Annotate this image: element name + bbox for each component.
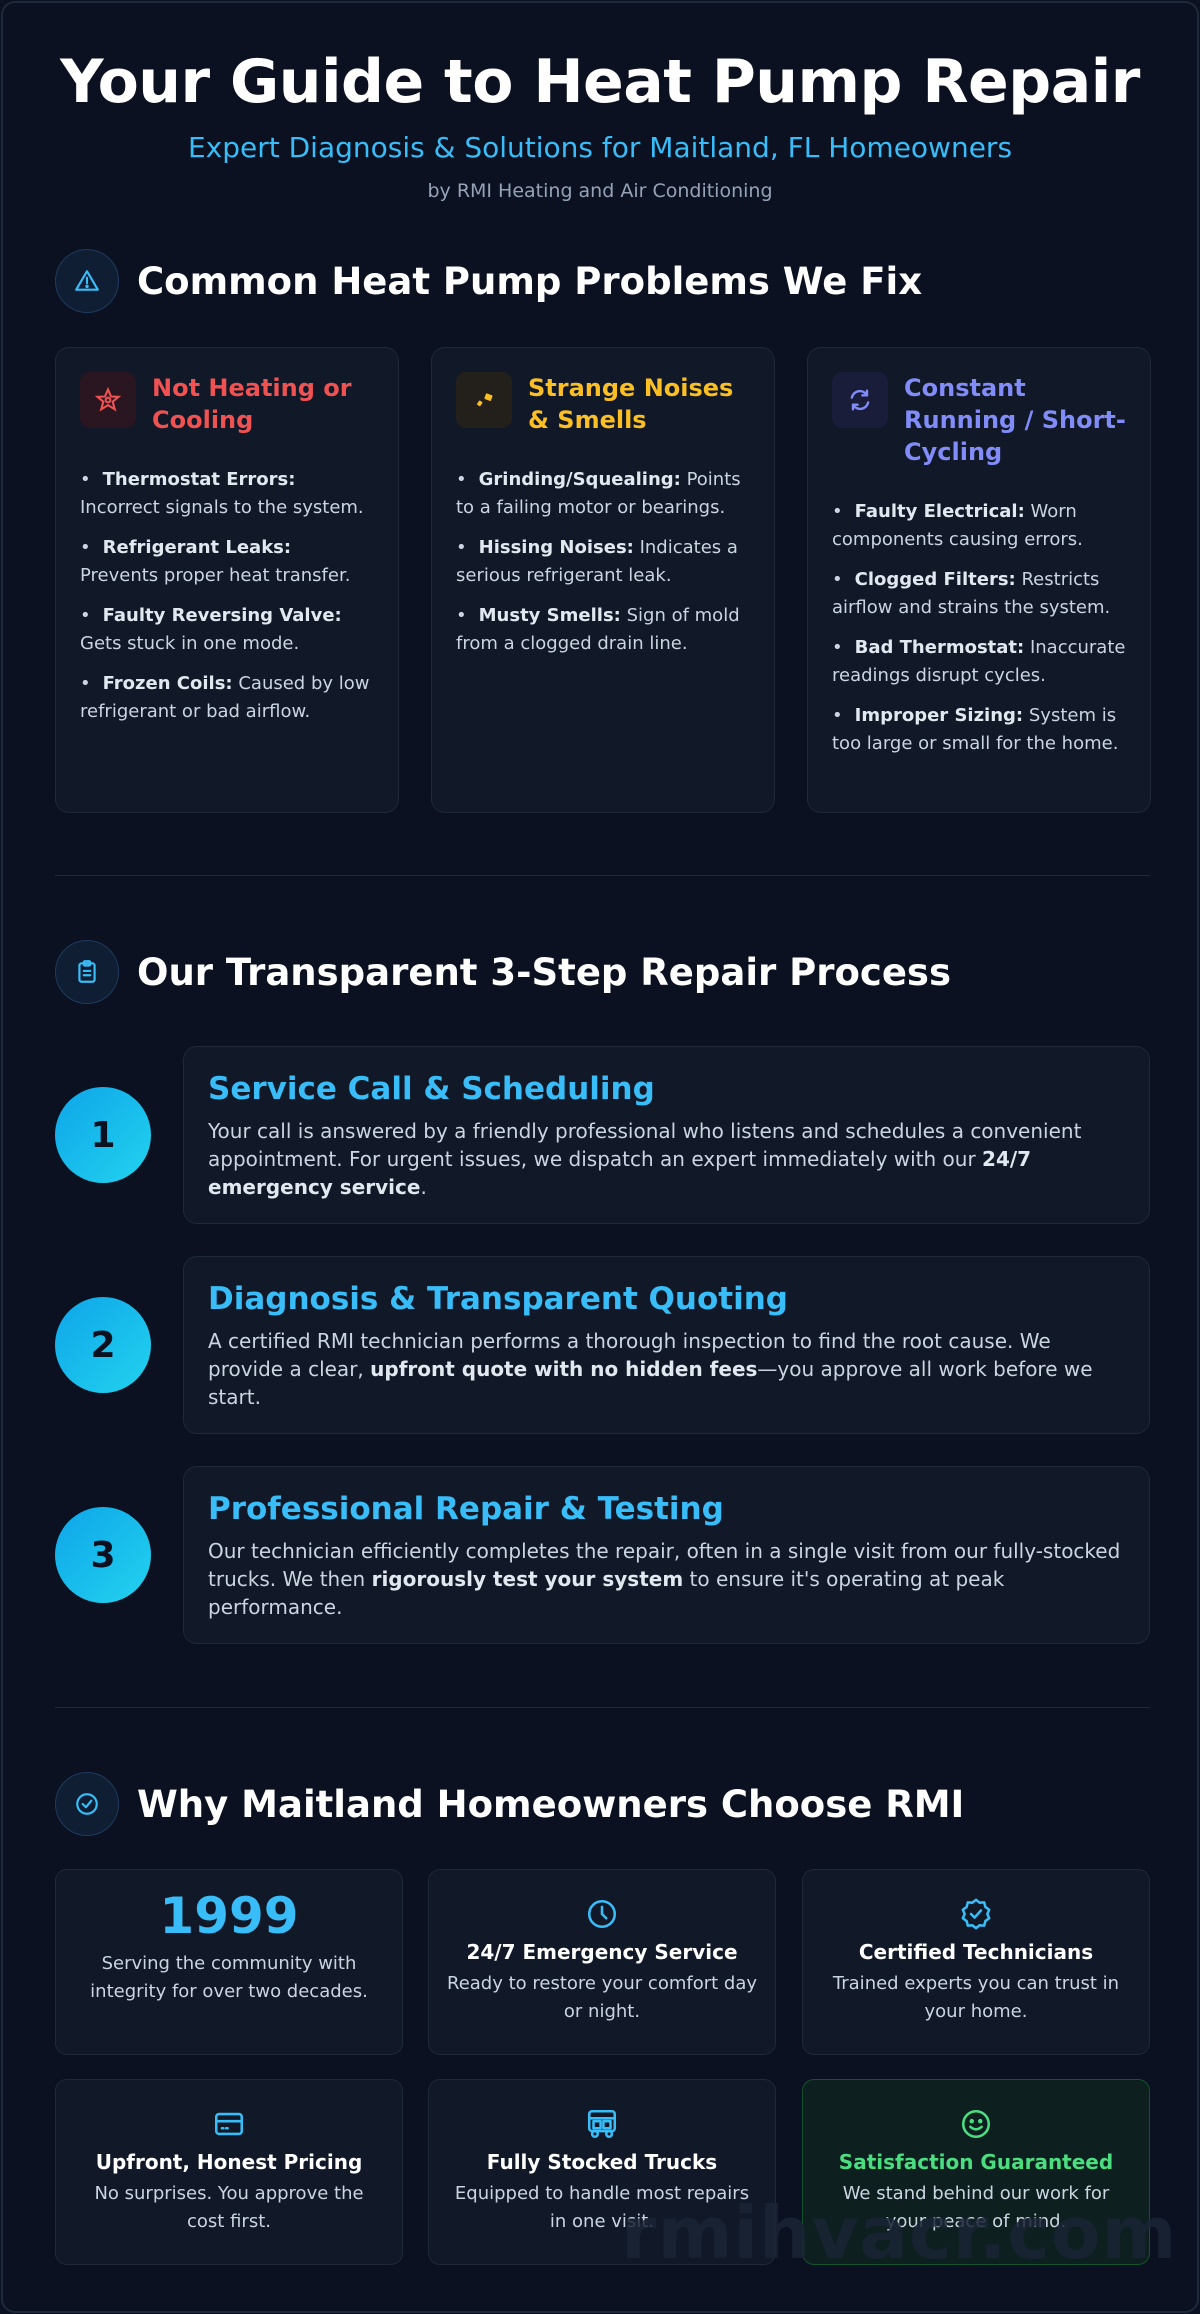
- why-card-title: Certified Technicians: [858, 1940, 1094, 1964]
- badge-check-icon: [821, 1896, 1131, 1932]
- page-subtitle: Expert Diagnosis & Solutions for Maitlan…: [187, 131, 1013, 164]
- list-item: •Hissing Noises: Indicates a serious ref…: [456, 537, 738, 586]
- problem-card-cycling: Constant Running / Short-Cycling •Faulty…: [807, 347, 1151, 813]
- step-card: Professional Repair & Testing Our techni…: [183, 1466, 1150, 1644]
- watermark: rmihvacr.com: [621, 2191, 1178, 2275]
- why-section-title: Why Maitland Homeowners Choose RMI: [137, 1782, 965, 1826]
- step-description: Our technician efficiently completes the…: [208, 1539, 1121, 1619]
- why-card-description: Serving the community with integrity for…: [90, 1953, 368, 2002]
- why-card-satisfaction: Satisfaction Guaranteed We stand behind …: [802, 2079, 1150, 2265]
- why-card-description: Ready to restore your comfort day or nig…: [447, 1973, 757, 2022]
- why-card-description: Trained experts you can trust in your ho…: [832, 1973, 1120, 2022]
- cycle-arrows-icon: [832, 372, 888, 428]
- why-card-description: No surprises. You approve the cost first…: [94, 2183, 364, 2232]
- why-card-description: We stand behind our work for your peace …: [842, 2183, 1110, 2232]
- wrench-icon: [456, 372, 512, 428]
- page-header: Your Guide to Heat Pump Repair Expert Di…: [3, 3, 1197, 202]
- step-description: A certified RMI technician performs a th…: [208, 1329, 1093, 1409]
- section-divider: [55, 875, 1150, 876]
- problem-list: •Faulty Electrical: Worn components caus…: [832, 498, 1126, 758]
- clock-icon: [447, 1896, 757, 1932]
- check-circle-icon: [55, 1772, 119, 1836]
- problem-card-heating: Not Heating or Cooling •Thermostat Error…: [55, 347, 399, 813]
- why-card-emergency: 24/7 Emergency Service Ready to restore …: [428, 1869, 776, 2055]
- why-section-header: Why Maitland Homeowners Choose RMI: [55, 1772, 964, 1836]
- list-item: •Frozen Coils: Caused by low refrigerant…: [80, 673, 370, 722]
- list-item: •Bad Thermostat: Inaccurate readings dis…: [832, 637, 1126, 686]
- why-card-title: 24/7 Emergency Service: [466, 1940, 738, 1964]
- smile-icon: [821, 2106, 1131, 2142]
- problems-section-header: Common Heat Pump Problems We Fix: [55, 249, 922, 313]
- why-card-title: Fully Stocked Trucks: [486, 2150, 718, 2174]
- problem-card-noises: Strange Noises & Smells •Grinding/Squeal…: [431, 347, 775, 813]
- list-item: •Grinding/Squealing: Points to a failing…: [456, 469, 741, 518]
- founded-year: 1999: [159, 1887, 299, 1945]
- problem-card-title: Strange Noises & Smells: [528, 374, 734, 434]
- why-card-pricing: Upfront, Honest Pricing No surprises. Yo…: [55, 2079, 403, 2265]
- list-item: •Faulty Reversing Valve: Gets stuck in o…: [80, 605, 342, 654]
- step-title: Service Call & Scheduling: [208, 1071, 655, 1107]
- list-item: •Musty Smells: Sign of mold from a clogg…: [456, 605, 740, 654]
- problem-list: •Grinding/Squealing: Points to a failing…: [456, 466, 750, 658]
- problem-list: •Thermostat Errors: Incorrect signals to…: [80, 466, 374, 726]
- list-item: •Faulty Electrical: Worn components caus…: [832, 501, 1083, 550]
- byline: by RMI Heating and Air Conditioning: [427, 180, 773, 202]
- step-number: 3: [55, 1507, 151, 1603]
- list-item: •Thermostat Errors: Incorrect signals to…: [80, 469, 364, 518]
- step-title: Professional Repair & Testing: [208, 1491, 724, 1527]
- page-title: Your Guide to Heat Pump Repair: [60, 47, 1140, 117]
- clipboard-icon: [55, 940, 119, 1004]
- step-number: 1: [55, 1087, 151, 1183]
- why-card-year: 1999 Serving the community with integrit…: [55, 1869, 403, 2055]
- truck-icon: [447, 2106, 757, 2142]
- problem-card-title: Constant Running / Short-Cycling: [904, 374, 1126, 466]
- process-section-title: Our Transparent 3-Step Repair Process: [137, 950, 951, 994]
- why-card-trucks: Fully Stocked Trucks Equipped to handle …: [428, 2079, 776, 2265]
- process-section-header: Our Transparent 3-Step Repair Process: [55, 940, 951, 1004]
- sun-snowflake-icon: [80, 372, 136, 428]
- problem-card-title: Not Heating or Cooling: [152, 374, 352, 434]
- step-number: 2: [55, 1297, 151, 1393]
- list-item: •Clogged Filters: Restricts airflow and …: [832, 569, 1111, 618]
- step-description: Your call is answered by a friendly prof…: [208, 1119, 1082, 1199]
- step-card: Service Call & Scheduling Your call is a…: [183, 1046, 1150, 1224]
- why-card-description: Equipped to handle most repairs in one v…: [454, 2183, 750, 2232]
- list-item: •Improper Sizing: System is too large or…: [832, 705, 1119, 754]
- warning-triangle-icon: [55, 249, 119, 313]
- step-title: Diagnosis & Transparent Quoting: [208, 1281, 788, 1317]
- list-item: •Refrigerant Leaks: Prevents proper heat…: [80, 537, 351, 586]
- section-divider: [55, 1707, 1150, 1708]
- why-card-title: Upfront, Honest Pricing: [95, 2150, 363, 2174]
- credit-card-icon: [74, 2106, 384, 2142]
- why-card-certified: Certified Technicians Trained experts yo…: [802, 1869, 1150, 2055]
- step-card: Diagnosis & Transparent Quoting A certif…: [183, 1256, 1150, 1434]
- why-card-title: Satisfaction Guaranteed: [838, 2150, 1114, 2174]
- problems-section-title: Common Heat Pump Problems We Fix: [137, 259, 923, 303]
